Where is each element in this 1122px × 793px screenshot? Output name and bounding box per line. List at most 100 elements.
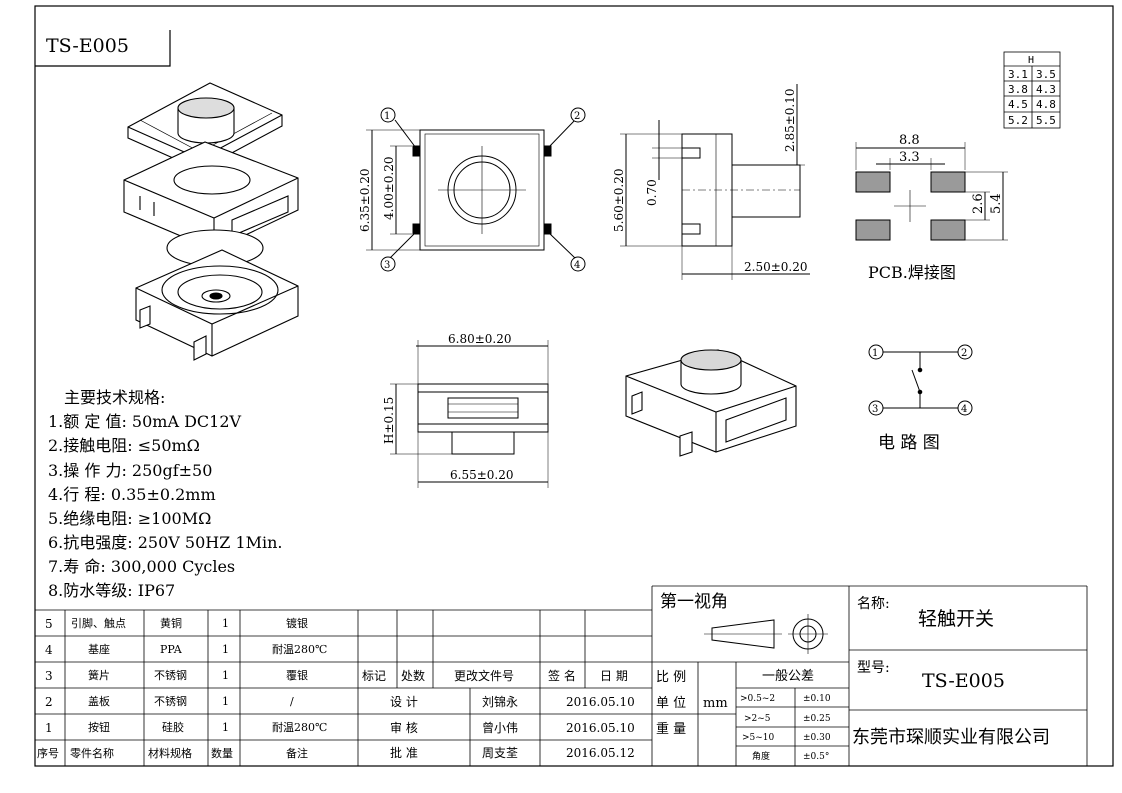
svg-text:簧片: 簧片 xyxy=(88,668,110,682)
svg-text:不锈钢: 不锈钢 xyxy=(154,669,187,682)
model-label: 型号: xyxy=(857,660,890,676)
part-code-box: TS-E005 xyxy=(35,30,171,67)
pcb-dim-v-inner: 2.6 xyxy=(971,193,986,214)
svg-text:3: 3 xyxy=(45,669,53,683)
svg-text:零件名称: 零件名称 xyxy=(70,746,114,760)
front-dim-bottom: 6.55±0.20 xyxy=(450,468,514,482)
svg-text:覆银: 覆银 xyxy=(286,668,308,682)
svg-text:镀银: 镀银 xyxy=(286,616,308,630)
side-view xyxy=(620,84,810,280)
top-view-pins: 1 2 3 4 xyxy=(380,107,586,272)
spec-item: 1.额 定 值: 50mA DC12V xyxy=(48,412,242,431)
tolerance-table: >0.5~2 ±0.10 >2~5 ±0.25 >5~10 ±0.30 角度 ±… xyxy=(740,694,831,762)
svg-text:设 计: 设 计 xyxy=(390,695,418,709)
front-dim-h: H±0.15 xyxy=(382,397,396,444)
side-dim-bottom: 2.50±0.20 xyxy=(744,260,808,274)
svg-text:曾小伟: 曾小伟 xyxy=(482,721,518,735)
revision-text: 标记 处数 更改文件号 签 名 日 期 设 计 刘锦永 2016.05.10 审… xyxy=(362,668,635,760)
part-code: TS-E005 xyxy=(46,35,129,57)
svg-text:H: H xyxy=(1028,55,1034,66)
front-dim-top: 6.80±0.20 xyxy=(448,332,512,346)
pcb-dim-v-outer: 5.4 xyxy=(989,193,1004,214)
top-pin-2: 2 xyxy=(574,111,580,122)
exploded-view xyxy=(123,82,299,361)
svg-text:3.8: 3.8 xyxy=(1008,83,1028,96)
bom-text: 5 引脚、触点 黄铜 1 镀银 4 基座 PPA 1 耐温280℃ 3 簧片 不… xyxy=(37,616,327,760)
svg-text:±0.10: ±0.10 xyxy=(803,694,831,704)
svg-text:处数: 处数 xyxy=(401,668,425,683)
circuit-diagram xyxy=(883,351,958,409)
svg-text:2016.05.10: 2016.05.10 xyxy=(566,695,635,709)
svg-text:PPA: PPA xyxy=(160,643,183,656)
company-name: 东莞市琛顺实业有限公司 xyxy=(852,727,1050,748)
assembled-view xyxy=(625,349,797,457)
height-table xyxy=(1003,51,1061,129)
svg-text:耐温280℃: 耐温280℃ xyxy=(272,721,327,734)
spec-item: 5.绝缘电阻: ≥100MΩ xyxy=(48,509,212,528)
height-table-text: H 3.1 3.5 3.8 4.3 4.5 4.8 5.2 5.5 xyxy=(1008,55,1056,127)
svg-text:盖板: 盖板 xyxy=(88,694,110,708)
svg-text:1: 1 xyxy=(222,669,229,682)
svg-text:±0.25: ±0.25 xyxy=(803,714,831,724)
svg-text:耐温280℃: 耐温280℃ xyxy=(272,643,327,656)
sheet-border xyxy=(34,5,1114,767)
svg-text:2016.05.12: 2016.05.12 xyxy=(566,746,635,760)
part-name: 轻触开关 xyxy=(918,608,994,630)
name-label: 名称: xyxy=(857,596,890,612)
svg-text:基座: 基座 xyxy=(88,642,110,656)
side-dim-right: 2.85±0.10 xyxy=(783,89,797,153)
svg-text:批 准: 批 准 xyxy=(390,745,418,760)
svg-text:±0.30: ±0.30 xyxy=(803,733,831,743)
svg-text:不锈钢: 不锈钢 xyxy=(154,695,187,708)
top-pin-1: 1 xyxy=(384,111,390,122)
svg-text:5: 5 xyxy=(45,617,53,631)
svg-text:1: 1 xyxy=(222,643,229,656)
svg-text:更改文件号: 更改文件号 xyxy=(454,668,514,683)
svg-text:>5~10: >5~10 xyxy=(742,733,775,743)
svg-text:标记: 标记 xyxy=(362,669,386,683)
svg-text:硅胶: 硅胶 xyxy=(162,720,184,734)
circuit-pins: 1 2 3 4 xyxy=(868,344,973,416)
svg-text:4.5: 4.5 xyxy=(1008,98,1028,111)
spec-item: 7.寿 命: 300,000 Cycles xyxy=(48,557,236,576)
spec-item: 4.行 程: 0.35±0.2mm xyxy=(48,485,216,504)
top-dim-width: 6.35±0.20 xyxy=(358,169,372,233)
first-angle-symbol xyxy=(704,614,828,654)
svg-text:5.2: 5.2 xyxy=(1008,114,1028,127)
svg-text:黄铜: 黄铜 xyxy=(160,616,182,630)
side-dim-height: 5.60±0.20 xyxy=(612,169,626,233)
svg-text:审 核: 审 核 xyxy=(390,720,418,735)
top-pin-3: 3 xyxy=(384,260,390,271)
svg-text:材料规格: 材料规格 xyxy=(148,746,192,760)
circuit-label: 电 路 图 xyxy=(878,433,940,453)
svg-text:3.1: 3.1 xyxy=(1008,68,1028,81)
svg-text:签 名: 签 名 xyxy=(548,668,576,683)
scale-weight-label: 重 量 xyxy=(656,721,686,737)
svg-text:刘锦永: 刘锦永 xyxy=(482,695,518,709)
bom-table-grid xyxy=(35,585,1088,766)
svg-text:按钮: 按钮 xyxy=(88,720,110,734)
svg-text:1: 1 xyxy=(222,617,229,630)
spec-item: 6.抗电强度: 250V 50HZ 1Min. xyxy=(48,533,283,552)
svg-text:1: 1 xyxy=(45,721,53,735)
scale-text: 比 例 单 位 mm 重 量 一般公差 xyxy=(656,668,814,737)
svg-text:>0.5~2: >0.5~2 xyxy=(740,694,775,704)
top-view xyxy=(366,119,576,259)
spec-item: 8.防水等级: IP67 xyxy=(48,581,176,600)
scale-ratio-label: 比 例 xyxy=(656,670,686,685)
svg-text:4.8: 4.8 xyxy=(1036,98,1056,111)
spec-item: 2.接触电阻: ≤50mΩ xyxy=(48,436,200,455)
svg-text:周支荃: 周支荃 xyxy=(482,746,518,760)
tolerance-title: 一般公差 xyxy=(762,668,814,684)
projection-label: 第一视角 xyxy=(660,592,728,612)
svg-text:2016.05.10: 2016.05.10 xyxy=(566,721,635,735)
svg-text:数量: 数量 xyxy=(211,747,233,760)
svg-text:4: 4 xyxy=(961,404,967,415)
svg-text:序号: 序号 xyxy=(37,746,59,760)
front-view xyxy=(390,340,549,488)
spec-item: 3.操 作 力: 250gf±50 xyxy=(48,461,213,480)
scale-unit-label: 单 位 xyxy=(656,696,686,711)
svg-text:>2~5: >2~5 xyxy=(744,714,771,724)
svg-text:4: 4 xyxy=(45,643,53,657)
svg-text:1: 1 xyxy=(872,348,878,359)
